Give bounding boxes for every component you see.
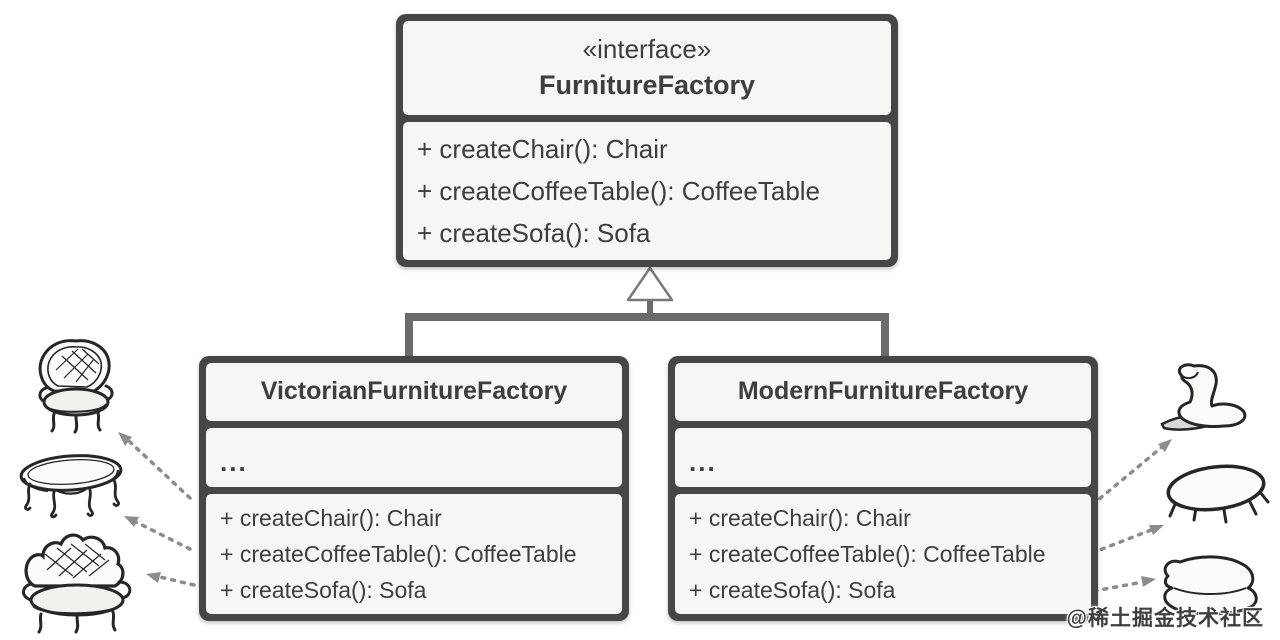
victorian-class-name: VictorianFurnitureFactory [260,377,568,406]
victorian-title-compartment: VictorianFurnitureFactory [206,363,622,421]
method-item: + createChair(): Chair [220,505,442,531]
arrowhead-icon [1141,576,1156,587]
modern-factory-class-box: ModernFurnitureFactory ... + createChair… [668,356,1098,621]
watermark-text: @稀土掘金技术社区 [1066,607,1264,630]
modern-title-compartment: ModernFurnitureFactory [675,363,1091,421]
dependency-arrow [1092,580,1145,593]
interface-stereotype: «interface» [582,33,712,64]
modern-sofa-image [1163,555,1258,616]
victorian-methods-compartment: + createChair(): Chair + createCoffeeTab… [206,494,622,614]
arrowhead-icon [118,432,132,446]
method-item: + createCoffeeTable(): CoffeeTable [689,541,1046,567]
victorian-fields-compartment: ... [206,428,622,487]
method-item: + createCoffeeTable(): CoffeeTable [220,541,577,567]
method-item: + createChair(): Chair [689,505,911,531]
dependency-arrow [158,575,196,587]
fields-ellipsis: ... [220,446,248,477]
interface-methods-compartment: + createChair(): Chair + createCoffeeTab… [403,122,891,260]
dependency-arrow [1090,528,1153,555]
modern-coffee-table-image [1166,464,1270,524]
interface-title-compartment: «interface» FurnitureFactory [403,21,891,115]
modern-chair-image [1160,363,1247,431]
interface-class-name: FurnitureFactory [538,69,756,100]
victorian-factory-class-box: VictorianFurnitureFactory ... + createCh… [199,356,629,621]
victorian-chair-image [38,339,114,434]
interface-class-box: «interface» FurnitureFactory + createCha… [396,14,898,267]
method-item: + createCoffeeTable(): CoffeeTable [417,176,821,206]
dependency-arrows-right [1090,439,1172,593]
dependency-arrow [1090,445,1164,507]
arrowhead-icon [146,572,161,583]
method-item: + createSofa(): Sofa [220,577,427,603]
method-item: + createSofa(): Sofa [417,218,651,248]
method-item: + createChair(): Chair [417,134,668,164]
dependency-arrow [128,440,192,500]
inheritance-connector-line [405,313,889,359]
arrowhead-icon [1158,439,1172,452]
arrowhead-icon [1149,525,1164,535]
method-item: + createSofa(): Sofa [689,577,896,603]
inheritance-triangle-icon [626,266,674,302]
dependency-arrow [134,520,192,551]
victorian-coffee-table-image [19,454,123,519]
modern-class-name: ModernFurnitureFactory [737,377,1029,406]
modern-methods-compartment: + createChair(): Chair + createCoffeeTab… [675,494,1091,614]
fields-ellipsis: ... [689,446,717,477]
dependency-arrows-left [118,432,196,587]
victorian-sofa-image [22,533,132,634]
modern-fields-compartment: ... [675,428,1091,487]
arrowhead-icon [124,516,139,527]
